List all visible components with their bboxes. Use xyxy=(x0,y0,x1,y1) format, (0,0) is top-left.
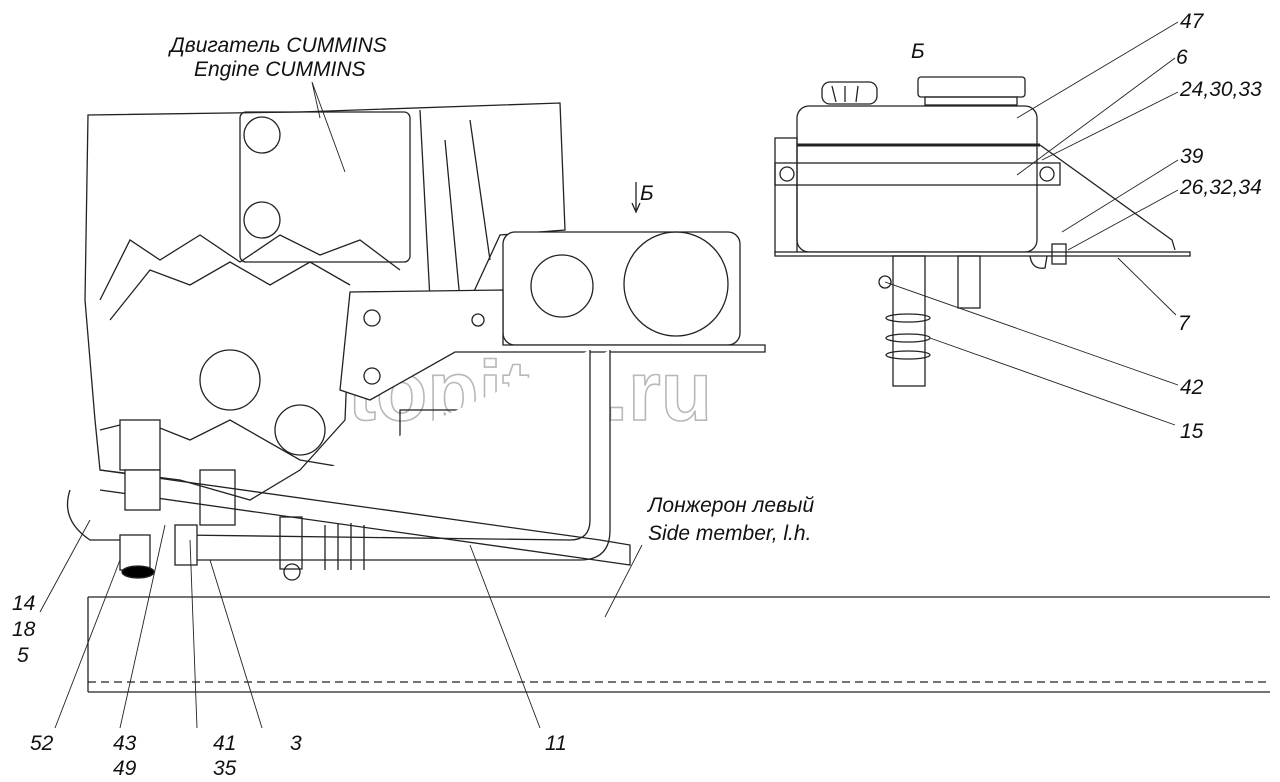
callout-41: 41 xyxy=(213,732,237,755)
engine-label-ru: Двигатель CUMMINS xyxy=(170,34,387,57)
tank-view-b xyxy=(774,76,1191,387)
callout-39: 39 xyxy=(1180,145,1204,168)
callout-43: 43 xyxy=(113,732,137,755)
callout-7: 7 xyxy=(1178,312,1190,335)
callout-18: 18 xyxy=(12,618,36,641)
callout-42: 42 xyxy=(1180,376,1204,399)
view-arrow xyxy=(631,182,641,214)
side-member-label-ru: Лонжерон левый xyxy=(648,494,815,517)
callout-26-32-34: 26,32,34 xyxy=(1180,176,1262,199)
view-arrow-label: Б xyxy=(640,182,654,205)
expansion-tank-installed xyxy=(339,231,766,401)
callout-5: 5 xyxy=(17,644,29,667)
callout-47: 47 xyxy=(1180,10,1204,33)
callout-15: 15 xyxy=(1180,420,1204,443)
callout-3: 3 xyxy=(290,732,302,755)
callout-52: 52 xyxy=(30,732,54,755)
view-title: Б xyxy=(911,40,925,63)
side-member-label-en: Side member, l.h. xyxy=(648,522,812,545)
coolant-pipe xyxy=(99,350,631,581)
callout-24-30-33: 24,30,33 xyxy=(1180,78,1262,101)
callout-14: 14 xyxy=(12,592,36,615)
callout-11: 11 xyxy=(545,732,567,755)
callout-6: 6 xyxy=(1176,46,1188,69)
leader-lines xyxy=(39,21,1179,729)
side-member xyxy=(87,596,1270,693)
callout-35: 35 xyxy=(213,757,237,780)
engine xyxy=(84,102,566,501)
engine-label-en: Engine CUMMINS xyxy=(194,58,366,81)
valve-assembly xyxy=(66,419,236,579)
callout-49: 49 xyxy=(113,757,137,780)
